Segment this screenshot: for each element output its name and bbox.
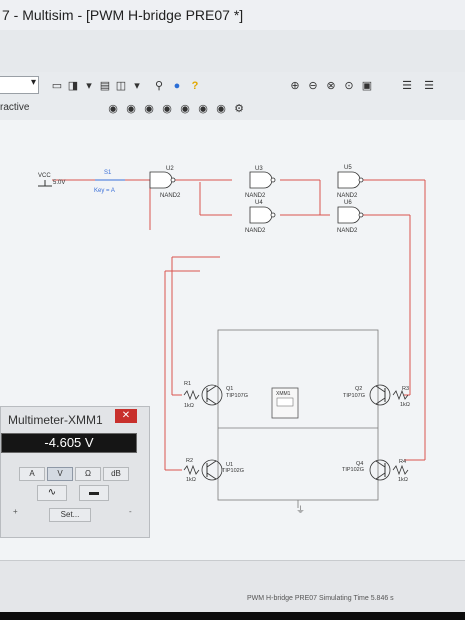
switch-s1[interactable]: S1 Key = A xyxy=(94,170,125,194)
multisim-window: ▾ ▭ ◨ ▾ ▤ ◫ ▾ ⚲ ● ? ⊕ ⊖ ⊗ ⊙ ▣ ☰ ☰ ractiv… xyxy=(0,30,465,612)
gate-ref: U4 xyxy=(255,200,263,206)
window-title: 7 - Multisim - [PWM H-bridge PRE07 *] xyxy=(2,7,244,23)
gate-u5[interactable]: U5 NAND2 xyxy=(337,165,364,199)
resistor-ref: R2 xyxy=(186,458,193,464)
resistor-ref: R3 xyxy=(402,386,409,392)
gate-ref: U2 xyxy=(166,166,174,172)
ac-mode-button[interactable]: ∿ xyxy=(37,485,67,501)
vcc-value: 5.0V xyxy=(53,180,65,186)
gate-ref: U3 xyxy=(255,166,263,172)
design-tab[interactable]: PWM H-bridge PRE07 Simulating Time 5.846… xyxy=(247,595,394,602)
toolbar-icon[interactable]: ☰ xyxy=(424,80,434,92)
zoom-in-icon[interactable]: ⊕ xyxy=(290,80,300,92)
toolbar-icon[interactable]: ▤ xyxy=(99,80,111,92)
transistor-part: TIP102G xyxy=(222,468,244,474)
probe-icon[interactable]: ◉ xyxy=(108,103,118,115)
dropdown-icon[interactable]: ▾ xyxy=(134,80,140,92)
main-toolbar: ▾ ▭ ◨ ▾ ▤ ◫ ▾ ⚲ ● ? ⊕ ⊖ ⊗ ⊙ ▣ ☰ ☰ xyxy=(0,72,465,99)
gate-u6[interactable]: U6 NAND2 xyxy=(337,200,364,234)
transistor-part: TIP107G xyxy=(226,393,248,399)
gate-u4[interactable]: U4 NAND2 xyxy=(245,200,276,234)
toolbar-icon[interactable]: ☰ xyxy=(402,80,412,92)
transistor-q2[interactable]: Q2 TIP107G xyxy=(343,384,391,406)
database-icon[interactable]: ● xyxy=(173,80,181,92)
resistor-ref: R1 xyxy=(184,381,191,387)
gate-ref: U5 xyxy=(344,165,352,171)
transistor-part: TIP107G xyxy=(343,393,365,399)
interactive-mode-label: ractive xyxy=(0,102,30,113)
status-area: PWM H-bridge PRE07 Simulating Time 5.846… xyxy=(0,560,465,612)
dropdown-icon[interactable]: ▾ xyxy=(86,80,92,92)
unit-button-db[interactable]: dB xyxy=(103,467,129,481)
gate-type: NAND2 xyxy=(337,228,358,234)
multimeter-panel: Multimeter-XMM1 ✕ -4.605 V A V Ω dB ∿ ▬ … xyxy=(0,406,150,538)
open-icon[interactable]: ◨ xyxy=(67,80,79,92)
probe-icon[interactable]: ◉ xyxy=(198,103,208,115)
transistor-ref: Q4 xyxy=(356,461,363,467)
fullscreen-icon[interactable]: ▣ xyxy=(361,80,373,92)
plus-terminal: + xyxy=(13,507,18,516)
view-combo[interactable]: ▾ xyxy=(0,76,39,94)
transistor-ref: U1 xyxy=(226,462,233,468)
resistor-r3[interactable]: R3 1kΩ xyxy=(392,386,410,408)
switch-ref: S1 xyxy=(104,170,112,176)
resistor-r2[interactable]: R2 1kΩ xyxy=(183,458,200,483)
vcc-source[interactable]: VCC 5.0V xyxy=(38,173,65,187)
minus-terminal: - xyxy=(129,507,132,516)
resistor-value: 1kΩ xyxy=(400,402,410,408)
help-icon[interactable]: ? xyxy=(191,80,199,92)
transistor-ref: Q2 xyxy=(355,386,362,392)
wires xyxy=(52,179,426,471)
multimeter-title: Multimeter-XMM1 xyxy=(8,413,103,427)
dc-mode-button[interactable]: ▬ xyxy=(79,485,109,501)
gate-type: NAND2 xyxy=(337,193,358,199)
unit-button-a[interactable]: A xyxy=(19,467,45,481)
gate-u3[interactable]: U3 NAND2 xyxy=(245,166,276,199)
gate-ref: U6 xyxy=(344,200,352,206)
probe-icon[interactable]: ◉ xyxy=(162,103,172,115)
multimeter-symbol[interactable]: XMM1 xyxy=(271,387,299,419)
meter-ref: XMM1 xyxy=(276,391,291,397)
schematic-svg: ⏚ VCC 5.0V S1 Key = A U2 NAND2 xyxy=(38,165,426,515)
gate-type: NAND2 xyxy=(245,193,266,199)
resistor-r1[interactable]: R1 1kΩ xyxy=(183,381,200,409)
transistor-q1[interactable]: Q1 TIP107G xyxy=(201,384,248,406)
settings-icon[interactable]: ⚙ xyxy=(234,103,244,115)
new-file-icon[interactable]: ▭ xyxy=(51,80,63,92)
ground-icon: ⏚ xyxy=(296,505,305,515)
resistor-ref: R4 xyxy=(399,459,406,465)
close-icon[interactable]: ✕ xyxy=(115,409,137,423)
resistor-r4[interactable]: R4 1kΩ xyxy=(392,459,409,483)
probe-icon[interactable]: ◉ xyxy=(216,103,226,115)
vcc-label: VCC xyxy=(38,173,51,179)
unit-button-v[interactable]: V xyxy=(47,467,73,481)
bridge-wires xyxy=(217,329,379,508)
switch-key: Key = A xyxy=(94,188,115,194)
zoom-fit-icon[interactable]: ⊙ xyxy=(344,80,354,92)
gate-type: NAND2 xyxy=(160,193,181,199)
gate-type: NAND2 xyxy=(245,228,266,234)
zoom-icon[interactable]: ⚲ xyxy=(154,80,164,92)
resistor-value: 1kΩ xyxy=(398,477,408,483)
gate-u2[interactable]: U2 NAND2 xyxy=(149,166,181,199)
zoom-out-icon[interactable]: ⊖ xyxy=(308,80,318,92)
unit-button-ohm[interactable]: Ω xyxy=(75,467,101,481)
probe-icon[interactable]: ◉ xyxy=(180,103,190,115)
zoom-area-icon[interactable]: ⊗ xyxy=(326,80,336,92)
chevron-down-icon: ▾ xyxy=(30,77,36,88)
window-titlebar: 7 - Multisim - [PWM H-bridge PRE07 *] xyxy=(0,0,465,31)
schematic-canvas[interactable]: ⏚ VCC 5.0V S1 Key = A U2 NAND2 xyxy=(0,120,465,560)
probe-icon[interactable]: ◉ xyxy=(144,103,154,115)
multimeter-display: -4.605 V xyxy=(1,433,137,453)
transistor-q4[interactable]: Q4 TIP102G xyxy=(342,459,391,481)
instrument-toolbar: ractive ◉ ◉ ◉ ◉ ◉ ◉ ◉ ⚙ xyxy=(0,98,465,121)
transistor-ref: Q1 xyxy=(226,386,233,392)
toolbar-icon[interactable]: ◫ xyxy=(115,80,127,92)
transistor-part: TIP102G xyxy=(342,467,364,473)
probe-icon[interactable]: ◉ xyxy=(126,103,136,115)
transistor-u1[interactable]: U1 TIP102G xyxy=(201,459,244,481)
set-button[interactable]: Set... xyxy=(49,508,91,522)
resistor-value: 1kΩ xyxy=(186,477,196,483)
resistor-value: 1kΩ xyxy=(184,403,194,409)
